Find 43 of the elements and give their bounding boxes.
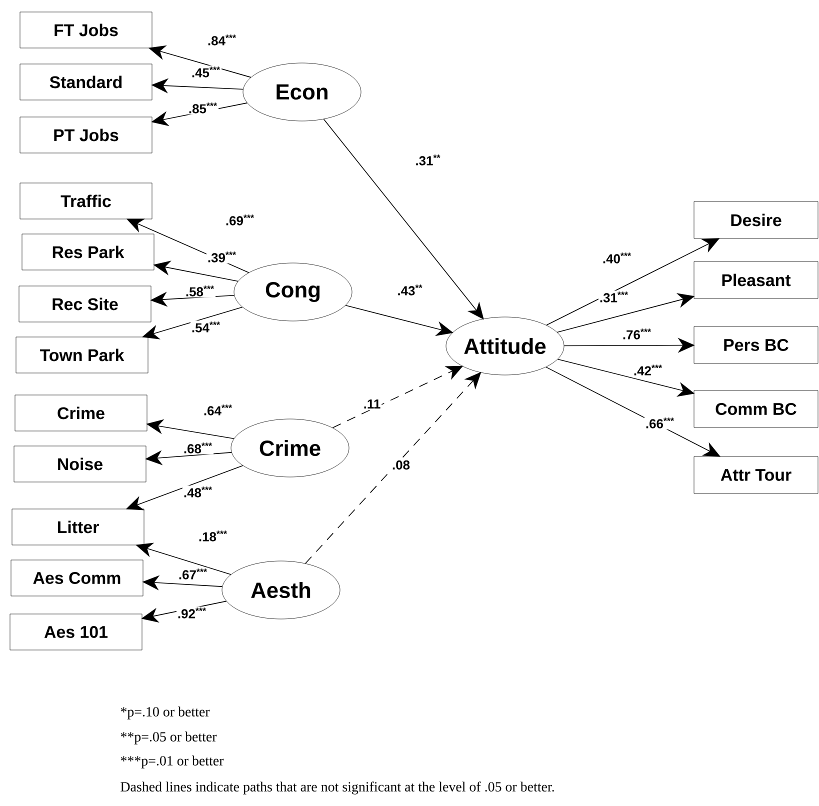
edge-label: .18$^{***}$ <box>197 530 229 542</box>
indicator-box: Aes Comm <box>10 560 144 596</box>
edge-label: .58$^{***}$ <box>184 284 216 298</box>
indicator-box: Aes 101 <box>10 614 142 650</box>
indicator-box: Attr Tour <box>694 456 818 494</box>
edge-label: .48$^{***}$ <box>182 486 214 498</box>
indicator-box: Rec Site <box>18 286 152 322</box>
indicator-box: FT Jobs <box>20 12 152 48</box>
edge-label: .92$^{***}$ <box>176 606 208 620</box>
indicator-box: PT Jobs <box>20 116 152 154</box>
edge-label: .08 <box>391 459 411 471</box>
edge-label: .43$^{**}$ <box>396 284 424 296</box>
edge-label: .39$^{***}$ <box>206 250 238 264</box>
edge-label: .67$^{***}$ <box>177 568 209 580</box>
indicator-box: Comm BC <box>694 390 818 428</box>
edge-label: .31$^{***}$ <box>598 290 630 304</box>
indicator-box: Res Park <box>22 234 154 270</box>
edge-label: .31$^{**}$ <box>414 154 442 166</box>
edge-label: .45$^{***}$ <box>190 66 222 78</box>
note-text: Dashed lines indicate paths that are not significant at the level of .05 or better. <box>120 782 554 794</box>
note-text: *p=.10 or better <box>120 706 210 720</box>
edge-label: .84$^{***}$ <box>206 34 238 46</box>
indicator-box: Noise <box>14 446 146 482</box>
indicator-box: Pleasant <box>694 261 818 299</box>
edge-label: .85$^{***}$ <box>187 102 219 114</box>
note-text: ***p=.01 or better <box>120 756 224 768</box>
indicator-box: Standard <box>20 64 152 100</box>
indicator-box: Litter <box>12 508 144 546</box>
indicator-box: Pers BC <box>694 326 818 364</box>
edge-label: .54$^{***}$ <box>190 320 222 334</box>
edge-label: .42$^{***}$ <box>632 364 664 376</box>
indicator-box: Crime <box>14 394 148 432</box>
edge-label: .69$^{***}$ <box>224 214 256 226</box>
indicator-box: Desire <box>694 201 818 239</box>
edge-label: .40$^{***}$ <box>601 252 633 264</box>
edge-label: .68$^{***}$ <box>182 442 214 454</box>
edge-label: .64$^{***}$ <box>202 404 234 416</box>
edge-label: .11 <box>362 398 382 410</box>
edge-label: .66$^{***}$ <box>644 416 676 430</box>
edge-label: .76$^{***}$ <box>621 328 653 340</box>
indicator-box: Traffic <box>20 182 152 220</box>
note-text: **p=.05 or better <box>120 732 217 744</box>
indicator-box: Town Park <box>16 336 148 374</box>
